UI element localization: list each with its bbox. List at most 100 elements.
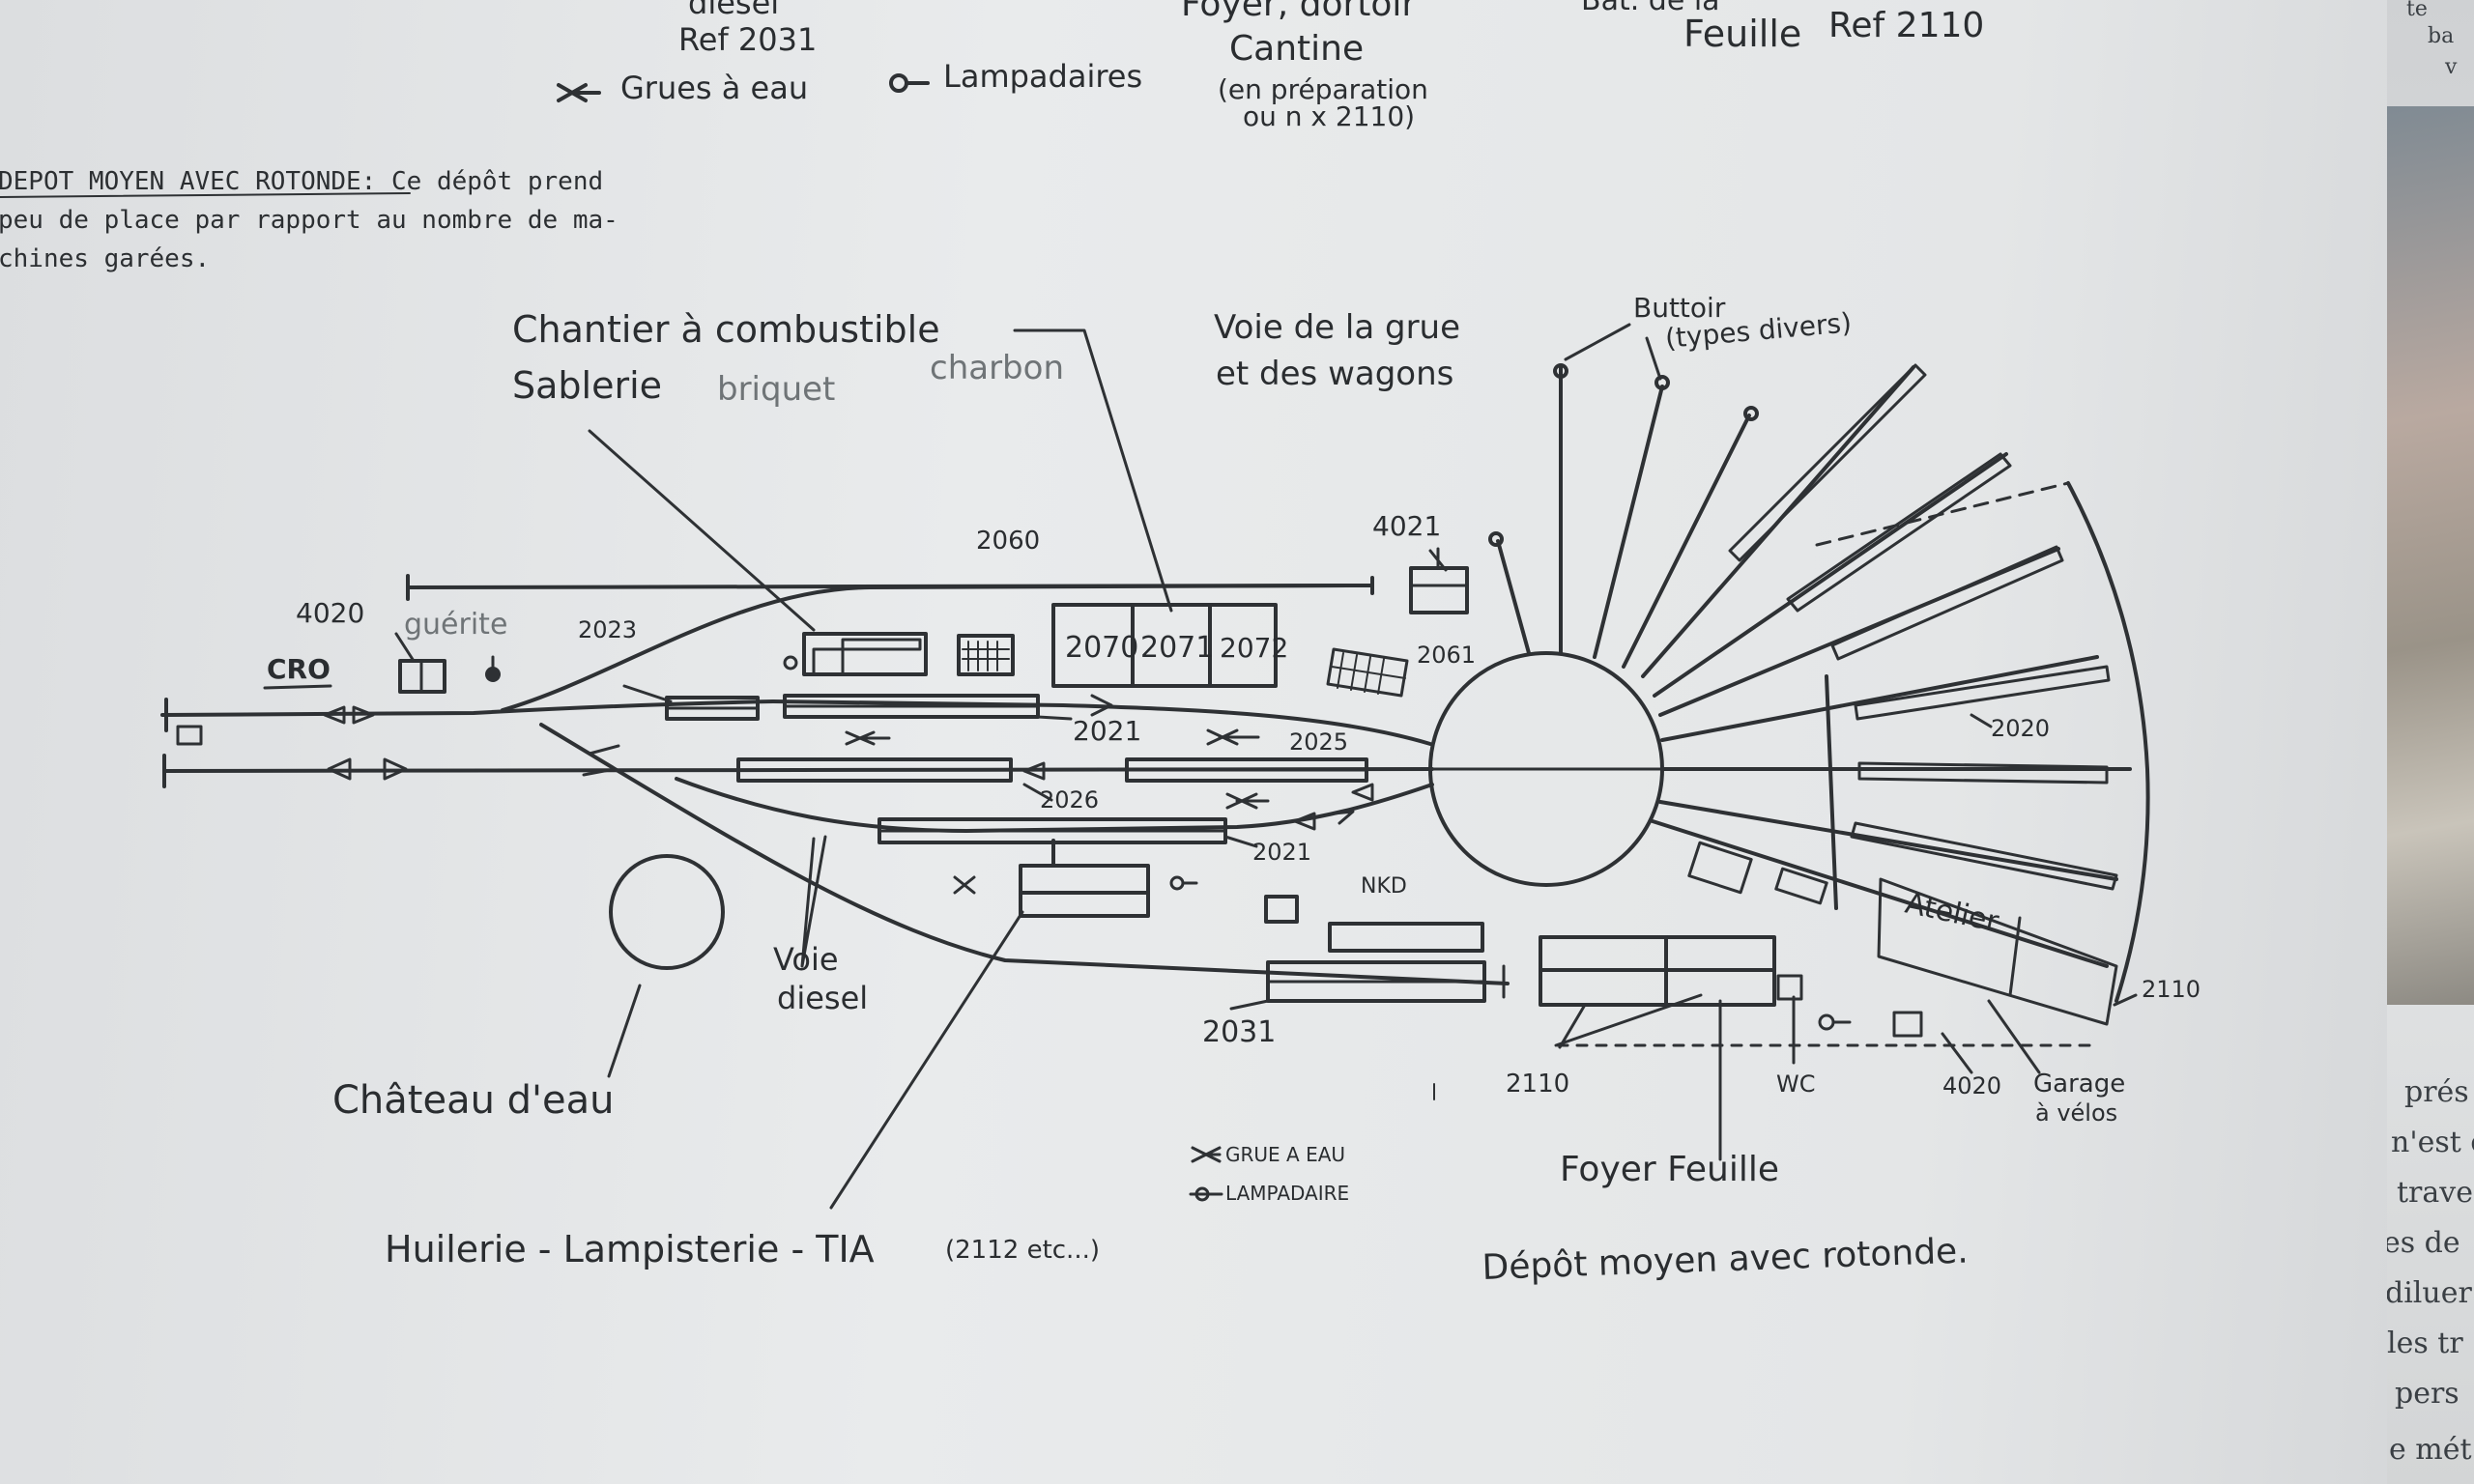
backpage-line-5: les tr [2387,1327,2463,1360]
label-pencil-2: charbon [930,349,1064,387]
ref-2072: 2072 [1220,632,1288,664]
ref-4021: 4021 [1372,510,1441,542]
ref-2021a: 2021 [1073,715,1141,747]
ref-2110-atelier: 2110 [2142,976,2201,1003]
legend-top-lampadaires-label: Lampadaires [943,58,1142,95]
label-chateau: Château d'eau [332,1078,615,1123]
header-bat: Bât. de la [1581,0,1720,17]
label-huilerie-ref: (2112 etc...) [945,1236,1100,1265]
label-garage: Garage [2033,1070,2125,1099]
backpage-top-1: ba [2428,24,2454,48]
label-atelier: Atelier [1902,887,2001,940]
diagram-title: Dépôt moyen avec rotonde. [1482,1231,1969,1288]
header-foyer: Foyer, dortoir [1181,0,1416,24]
intro-line-3: chines garées. [0,244,210,273]
legend-lamp-label: LAMPADAIRE [1225,1182,1349,1205]
label-guerite: guérite [404,608,507,642]
label-wc: WC [1776,1070,1816,1098]
label-cro: CRO [267,653,331,685]
backpage-top-2: v [2444,55,2458,79]
header-ref2110: Ref 2110 [1828,6,1984,45]
label-chantier: Chantier à combustible [512,308,940,351]
leader-lines [394,323,2138,1210]
stall-loco-1 [1728,363,1927,562]
header-diesel: diesel [688,0,779,21]
small-shed-2 [1774,867,1828,905]
label-voie-grue-2: et des wagons [1216,355,1453,393]
intro-line-1: DEPOT MOYEN AVEC ROTONDE: Ce dépôt prend [0,167,603,196]
backpage-line-4: diluer [2385,1276,2472,1310]
chantier-building [802,632,928,676]
ref-2021b: 2021 [1252,839,1311,866]
paper-sheet [0,0,2387,1484]
post-mark [485,667,501,682]
stall-loco-6 [1850,821,2118,891]
small-shed-1 [1687,841,1753,895]
legend-top-lamp-icon [889,73,930,93]
ref-4020-garage: 4020 [1942,1072,2001,1099]
legend-top-grue-icon [557,83,601,102]
label-sablerie: Sablerie [512,364,662,407]
stall-loco-4 [1854,665,2111,721]
stall-loco-3 [1830,545,2064,661]
diesel-track [539,723,1510,985]
ref-2023: 2023 [578,616,637,643]
ref-2060: 2060 [976,527,1040,556]
water-tower [609,854,725,970]
building-2060 [957,634,1015,676]
building-2061 [1326,647,1409,698]
ref-2061: 2061 [1417,642,1476,669]
ref-2025: 2025 [1289,728,1348,756]
intro-line-2: peu de place par rapport au nombre de ma… [0,206,618,235]
label-nkd: NKD [1361,874,1407,899]
ref-2110-foyer: 2110 [1506,1070,1569,1099]
upper-siding [501,584,1366,712]
grue-4 [953,875,976,895]
backpage-top-0: te [2406,0,2428,21]
ref-2026: 2026 [1040,786,1099,813]
legend-grue-label: GRUE A EAU [1225,1143,1345,1166]
label-voie-grue-1: Voie de la grue [1214,308,1460,347]
header-en-preparation: (en préparation [1218,73,1428,105]
header-ou: ou n x 2110) [1243,100,1415,132]
reference-numbers: 4020 2023 2060 2070 2071 2072 4021 2061 … [296,510,2201,1099]
atelier-building [1877,877,2118,1026]
backpage-line-6: pers [2395,1377,2460,1411]
header-cantine: Cantine [1229,29,1364,69]
ref-4020-guerite: 4020 [296,597,364,629]
intro-text: DEPOT MOYEN AVEC ROTONDE: Ce dépôt prend… [0,167,618,273]
ref-2020: 2020 [1991,715,2050,742]
backpage-line-3: es de [2383,1226,2460,1260]
label-voie-diesel-1: Voie [773,941,839,978]
ref-2070: 2070 [1065,631,1138,665]
grue-3 [1225,792,1270,810]
roundhouse-inner-wall [1825,674,1838,910]
roundhouse-outer-wall [2066,481,2150,1003]
grue-2 [1206,728,1260,746]
header-ref2031: Ref 2031 [678,21,817,58]
backpage-line-1: n'est c [2391,1126,2474,1159]
top-siding [406,584,1366,589]
label-huilerie: Huilerie - Lampisterie - TIA [385,1228,875,1270]
backpage-line-0: prés [2404,1075,2469,1109]
header-notes: diesel Ref 2031 Foyer, dortoir Cantine (… [557,0,1984,132]
stall-loco-5 [1857,761,2109,785]
diagram-labels: Chantier à combustible Sablerie briquet … [267,292,2125,1288]
backpage-line-2: traver [2397,1176,2474,1210]
small-square-building [1264,895,1299,924]
label-pencil-1: briquet [717,370,835,409]
label-buttoir: Buttoir [1633,292,1726,324]
roundhouse [1488,363,2150,1026]
roundhouse-dashed-wall [1815,481,2070,547]
legend-top-grues-label: Grues à eau [620,70,808,106]
turntable [1428,651,1664,887]
label-a-velos: à vélos [2035,1099,2117,1127]
label-voie-diesel-2: diesel [777,980,868,1016]
header-feuille: Feuille [1683,13,1801,55]
ref-2071: 2071 [1140,631,1214,665]
nkd-building [1328,922,1484,953]
track-2021 [771,699,1432,746]
